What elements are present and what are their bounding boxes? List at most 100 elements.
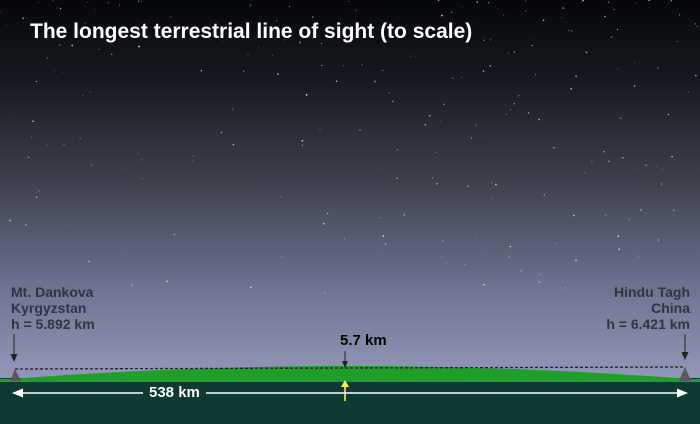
star	[441, 240, 444, 242]
star	[694, 23, 696, 25]
star	[575, 259, 577, 262]
star	[678, 14, 681, 16]
star	[321, 64, 323, 67]
star	[617, 68, 619, 70]
star	[58, 44, 61, 46]
star	[85, 5, 86, 7]
star	[445, 263, 447, 264]
star	[527, 112, 530, 114]
star	[138, 30, 140, 32]
star	[35, 196, 38, 198]
star	[424, 124, 427, 126]
star	[396, 148, 399, 151]
star	[483, 39, 485, 42]
star	[288, 6, 290, 7]
star	[613, 8, 615, 11]
left-peak-country: Kyrgyzstan	[11, 300, 87, 316]
star	[299, 41, 301, 44]
star	[38, 1, 39, 3]
star	[605, 215, 607, 217]
star	[464, 263, 466, 266]
star	[483, 283, 485, 286]
star	[232, 108, 234, 110]
star	[247, 54, 249, 56]
star	[603, 150, 605, 153]
star	[220, 131, 223, 134]
star	[242, 70, 245, 72]
star	[35, 80, 38, 83]
star	[25, 224, 27, 226]
star	[301, 139, 304, 142]
star	[440, 120, 442, 122]
diagram-title: The longest terrestrial line of sight (t…	[30, 20, 473, 43]
star	[656, 165, 658, 167]
star	[662, 169, 664, 170]
star	[53, 70, 55, 72]
star	[532, 37, 534, 39]
star	[84, 22, 86, 24]
star	[88, 260, 90, 263]
line-of-sight-pointer-arrow	[342, 351, 348, 368]
star	[491, 197, 493, 199]
peak-left-mt-dankova	[10, 369, 21, 381]
star	[232, 143, 235, 146]
star	[348, 0, 350, 2]
star	[355, 9, 357, 11]
star	[258, 46, 260, 48]
star	[645, 212, 647, 214]
star	[312, 37, 313, 39]
star	[656, 67, 659, 70]
star	[410, 55, 412, 57]
star	[484, 252, 486, 253]
star	[392, 100, 394, 102]
star	[61, 72, 63, 73]
star	[89, 91, 91, 93]
star	[648, 0, 651, 2]
star	[561, 17, 563, 19]
star	[525, 10, 527, 12]
star	[491, 182, 493, 184]
left-peak-name: Mt. Dankova	[11, 284, 94, 300]
star	[280, 196, 282, 198]
star	[193, 155, 195, 157]
star	[525, 0, 527, 2]
star	[277, 73, 279, 75]
star	[466, 26, 467, 28]
right-peak-country: China	[651, 300, 690, 316]
star	[345, 9, 347, 11]
star	[56, 7, 58, 8]
star	[645, 164, 647, 166]
star	[510, 243, 511, 244]
distance-label: 538 km	[143, 384, 206, 401]
star	[335, 80, 338, 82]
star	[141, 159, 143, 161]
star	[610, 36, 613, 38]
star	[476, 1, 478, 3]
star	[374, 80, 376, 83]
star	[441, 14, 443, 17]
star	[384, 243, 387, 245]
star	[482, 70, 485, 72]
star	[271, 54, 274, 56]
star	[388, 92, 391, 94]
star	[272, 21, 274, 23]
star	[361, 64, 363, 66]
star	[5, 25, 7, 27]
star	[591, 161, 593, 163]
star	[487, 2, 490, 4]
star	[607, 1, 610, 3]
star	[608, 160, 610, 162]
star	[506, 252, 508, 253]
star	[571, 30, 573, 32]
star	[32, 120, 34, 122]
star	[406, 276, 408, 278]
star	[9, 219, 11, 222]
star	[476, 236, 477, 238]
star	[507, 52, 510, 55]
star	[428, 114, 431, 117]
star	[59, 7, 62, 10]
star	[140, 0, 142, 2]
star	[118, 4, 120, 6]
